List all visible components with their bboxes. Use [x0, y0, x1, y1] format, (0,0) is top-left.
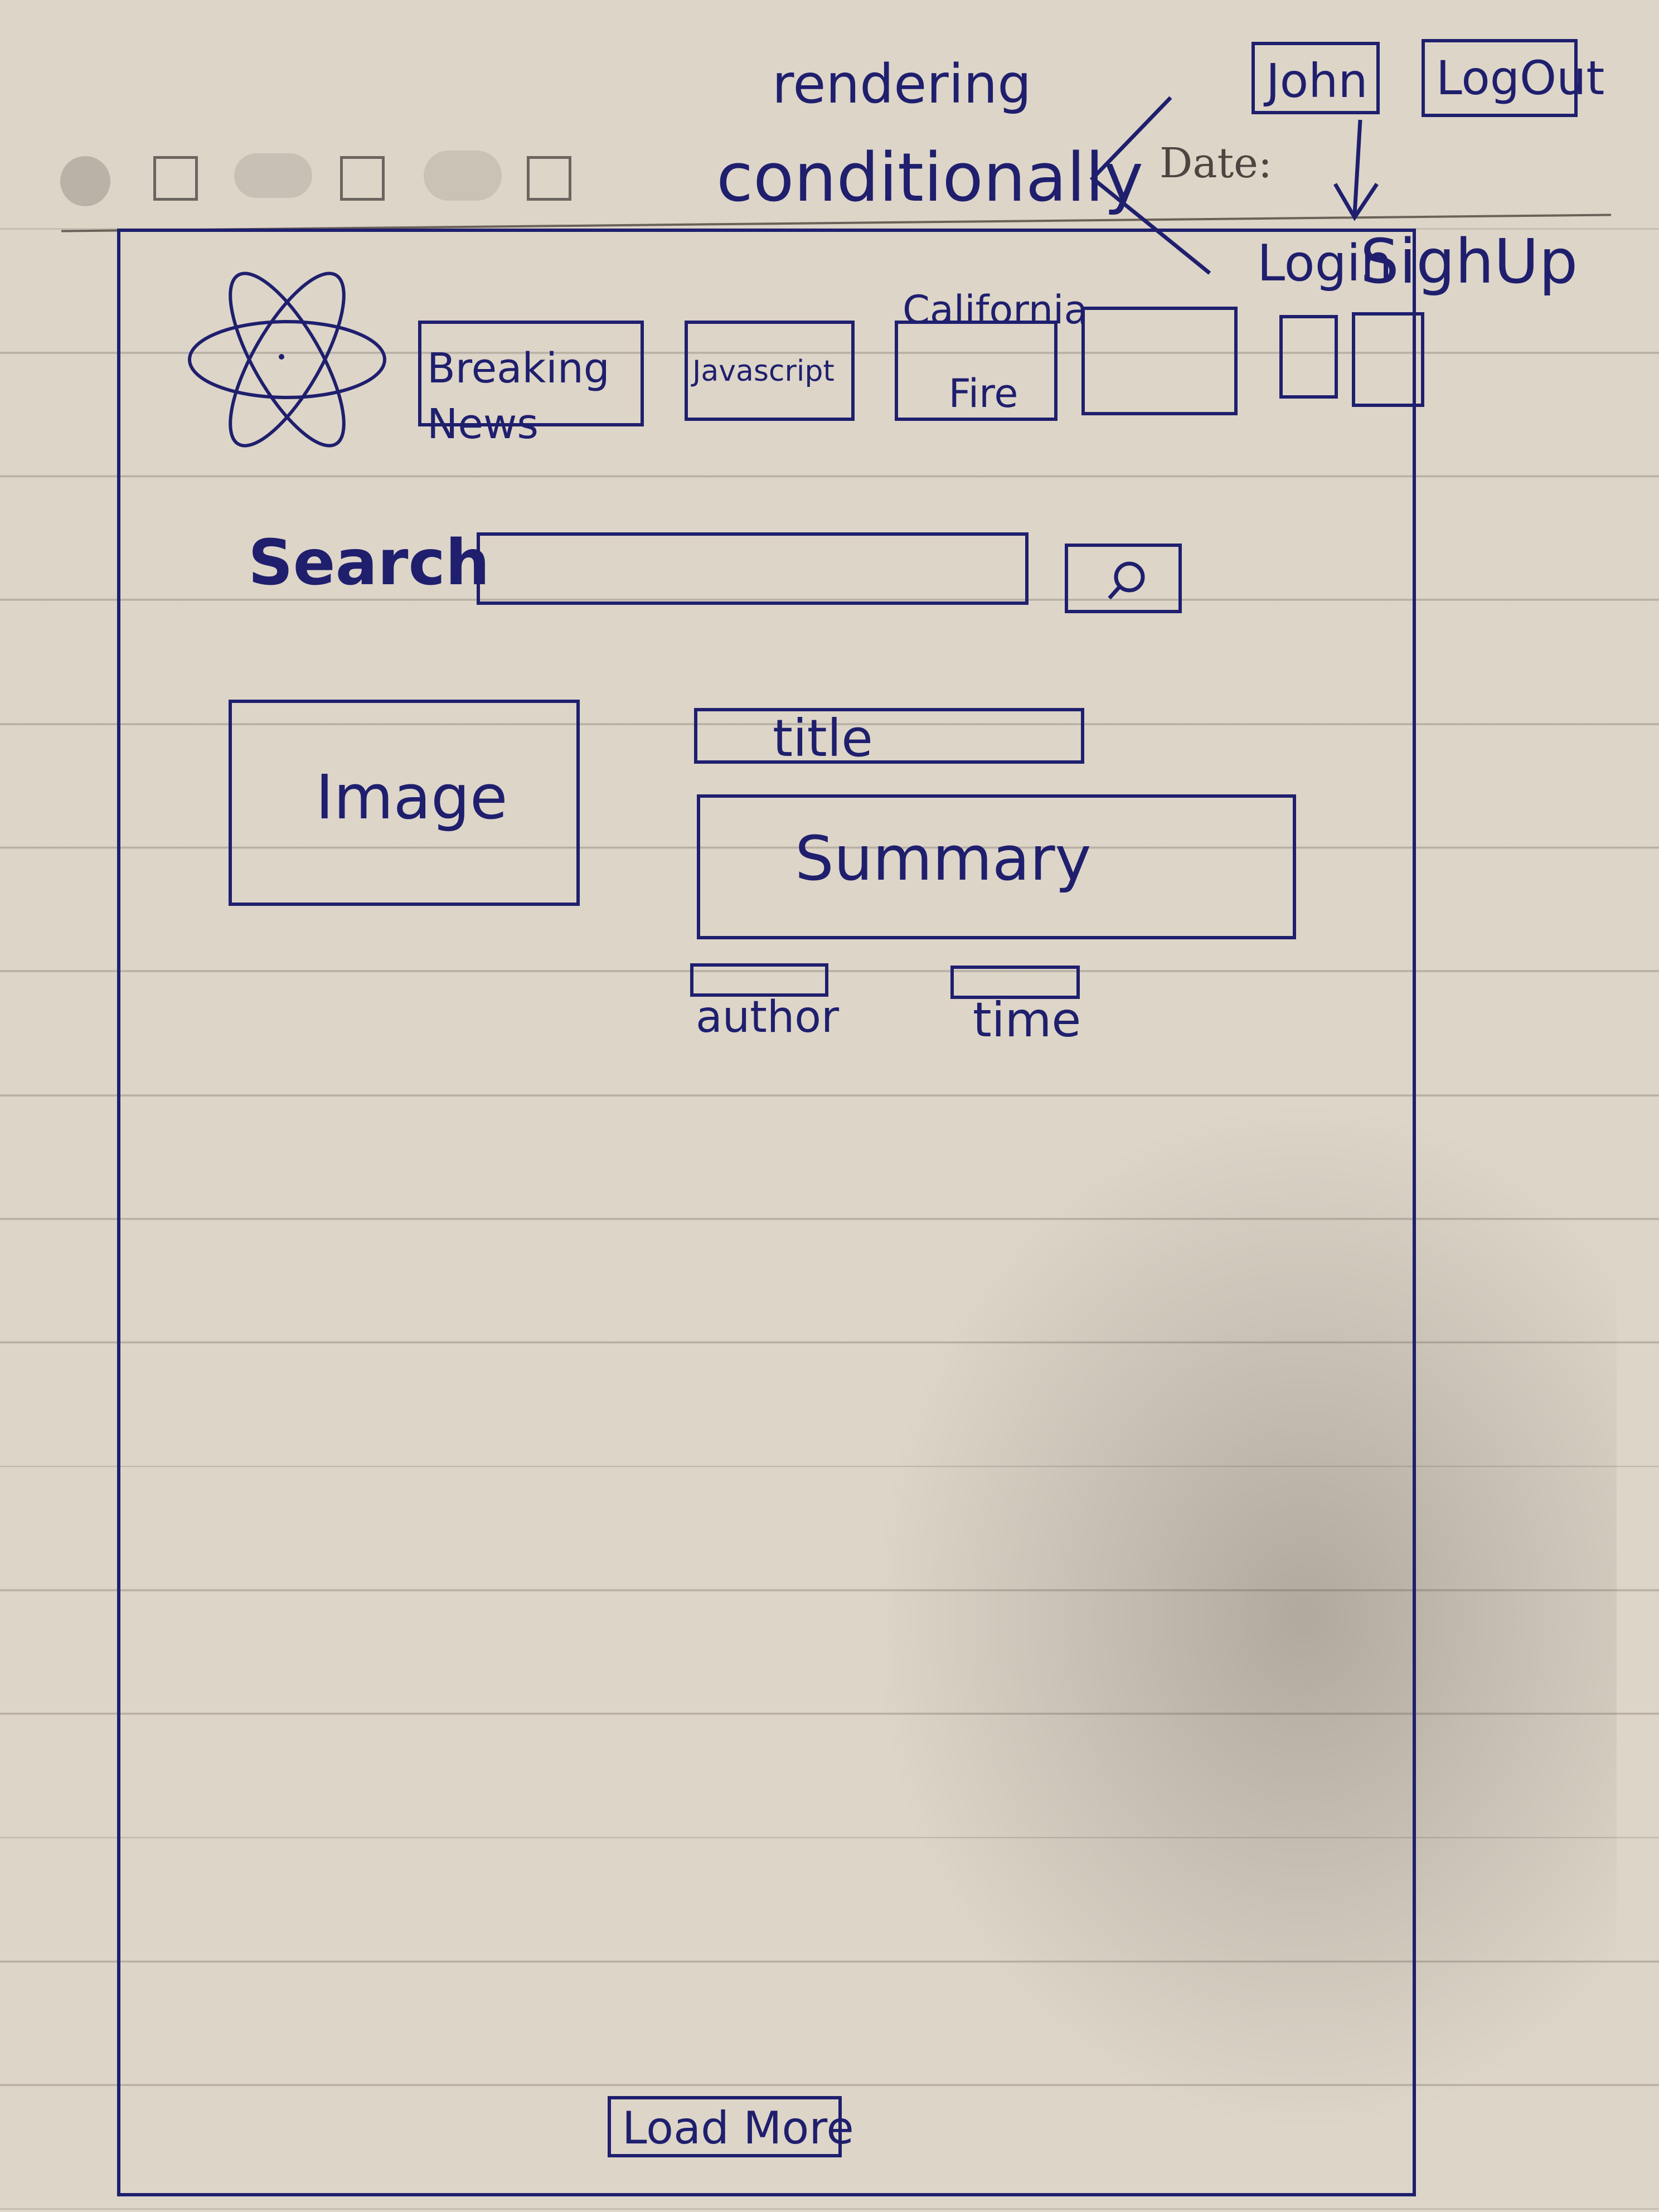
- article-title-label: title: [773, 709, 873, 768]
- weather-checkbox-2: [340, 156, 385, 201]
- article-author: [690, 963, 828, 997]
- weather-checkbox-3: [527, 156, 571, 201]
- signup-label: SighUp: [1360, 226, 1578, 297]
- nav-item-empty[interactable]: [1081, 307, 1238, 415]
- load-more-label: Load More: [622, 2102, 854, 2154]
- nav-item-label: Javascript: [692, 355, 835, 388]
- annotation-line-1: rendering: [772, 53, 1032, 115]
- nav-item-label: California Fire: [903, 287, 1088, 416]
- search-icon: [1108, 561, 1145, 600]
- username-label: John: [1266, 54, 1368, 108]
- search-input[interactable]: [477, 532, 1029, 605]
- article-time-label: time: [973, 992, 1081, 1048]
- username-button[interactable]: John: [1251, 42, 1380, 114]
- article-summary: Summary: [697, 794, 1296, 939]
- date-label: Date:: [1160, 139, 1272, 187]
- nav-item-label: Breaking News: [427, 345, 610, 448]
- login-button[interactable]: [1279, 315, 1338, 399]
- photo-shadow: [836, 1059, 1617, 2174]
- page-frame: [117, 229, 1416, 2196]
- nav-item-javascript[interactable]: Javascript: [685, 321, 855, 421]
- nav-item-california-fire[interactable]: California Fire: [895, 287, 1088, 421]
- signup-button[interactable]: [1352, 312, 1424, 407]
- sun-icon: [60, 156, 110, 206]
- article-title[interactable]: title: [694, 708, 1084, 768]
- search-button[interactable]: [1065, 544, 1182, 613]
- article-image-label: Image: [316, 761, 508, 833]
- logout-label: LogOut: [1436, 51, 1605, 105]
- annotation-line-2: conditionally: [716, 139, 1144, 217]
- article-image[interactable]: Image: [229, 700, 580, 906]
- weather-checkbox-1: [153, 156, 198, 201]
- rain-icon: [424, 151, 502, 201]
- nav-item-breaking-news[interactable]: Breaking News: [418, 321, 644, 448]
- logout-button[interactable]: LogOut: [1422, 39, 1604, 117]
- article-time: [950, 966, 1080, 999]
- load-more-button[interactable]: Load More: [608, 2096, 854, 2157]
- login-label: Login: [1257, 234, 1393, 293]
- article-summary-label: Summary: [795, 823, 1092, 894]
- cloud-icon: [234, 153, 312, 198]
- atom-logo-icon: [188, 271, 386, 448]
- search-label: Search: [248, 527, 490, 599]
- article-author-label: author: [696, 992, 840, 1042]
